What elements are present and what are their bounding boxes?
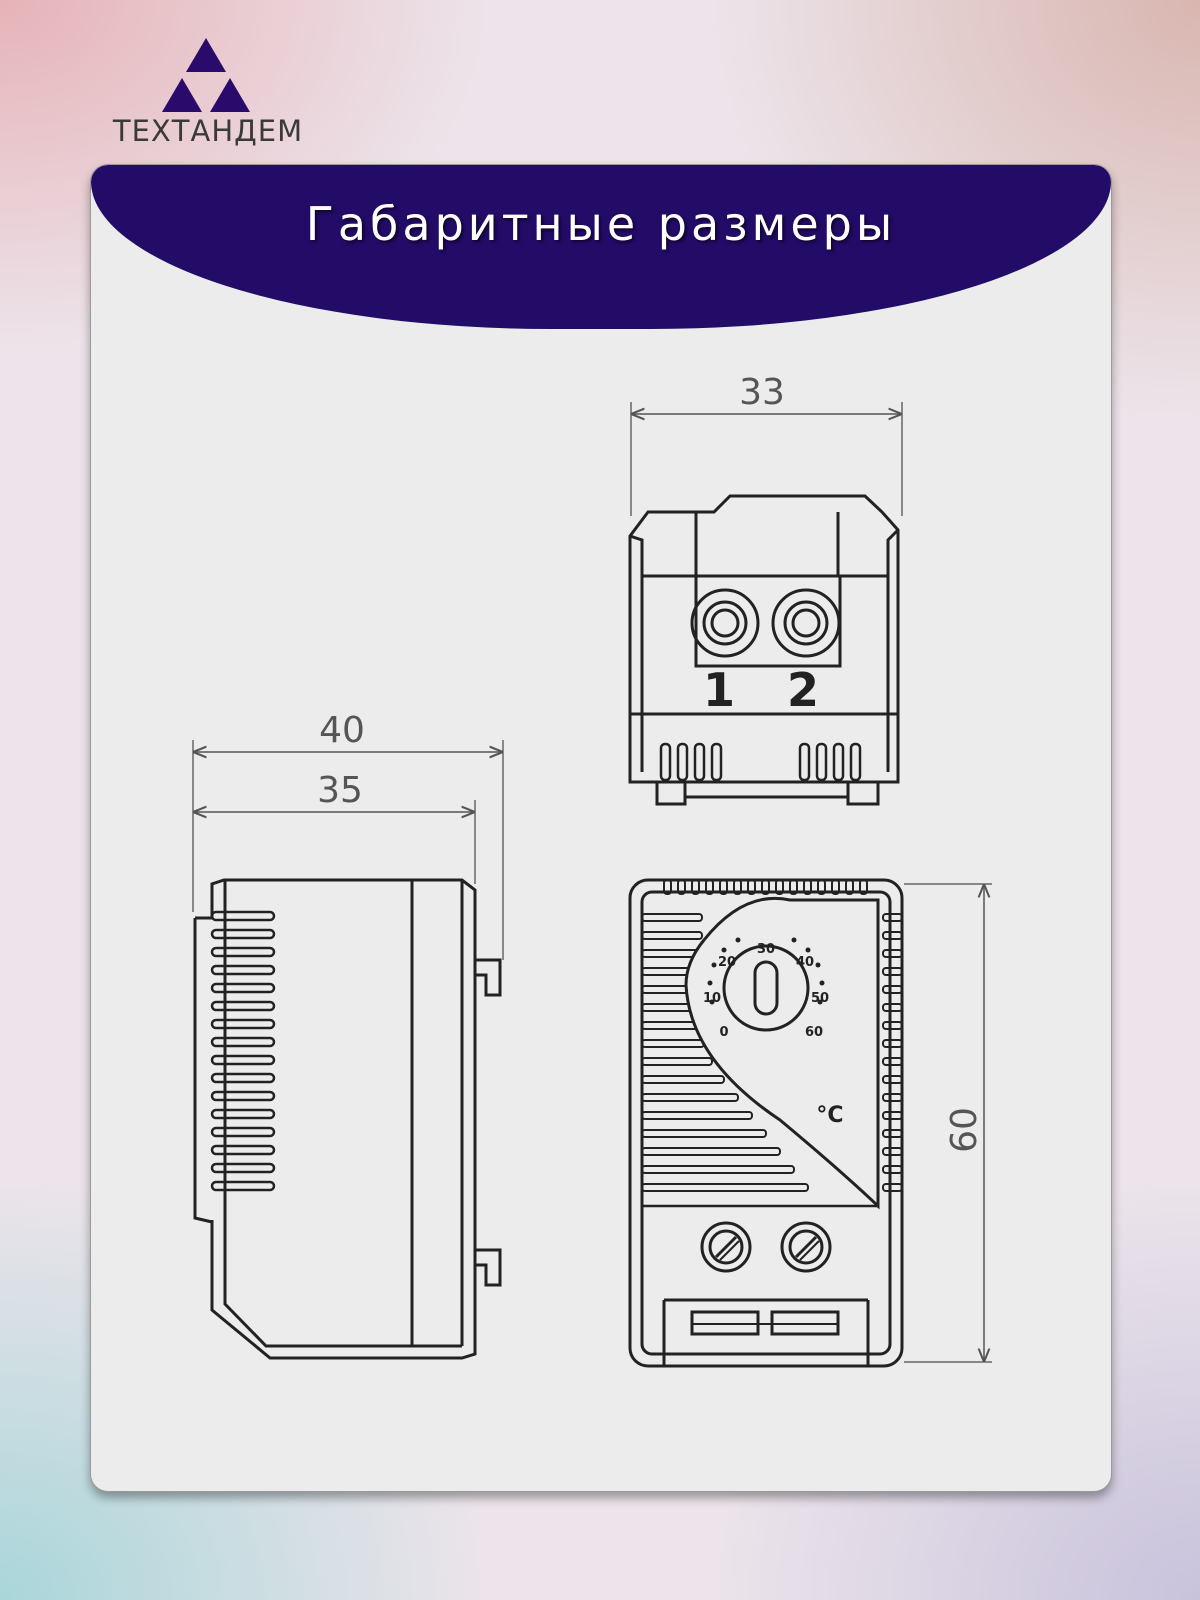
dial-label-20: 20 — [718, 955, 736, 970]
terminal-label-1: 1 — [703, 663, 735, 717]
height-label: 60 — [944, 1107, 985, 1153]
front-view — [628, 878, 992, 1368]
page-title: Габаритные размеры — [305, 197, 897, 251]
overall-depth-label: 40 — [319, 710, 365, 751]
dial-knob — [722, 944, 810, 1032]
brand-logo: ТЕХТАНДЕМ — [88, 34, 328, 154]
brand-name: ТЕХТАНДЕМ — [112, 114, 304, 148]
dial-label-10: 10 — [703, 991, 721, 1006]
terminal-label-2: 2 — [787, 663, 819, 717]
dial-label-60: 60 — [805, 1025, 823, 1040]
top-view — [628, 402, 903, 806]
dial-label-30: 30 — [757, 942, 775, 957]
content-panel: Габаритные размеры — [90, 164, 1112, 1492]
width-label: 33 — [739, 372, 785, 413]
dial-label-50: 50 — [811, 991, 829, 1006]
side-view — [192, 740, 504, 1360]
dial-label-0: 0 — [719, 1025, 728, 1040]
triangle-logo-icon — [162, 38, 250, 112]
dial-label-40: 40 — [796, 955, 814, 970]
temperature-unit-label: °C — [816, 1103, 843, 1128]
body-depth-label: 35 — [317, 770, 363, 811]
